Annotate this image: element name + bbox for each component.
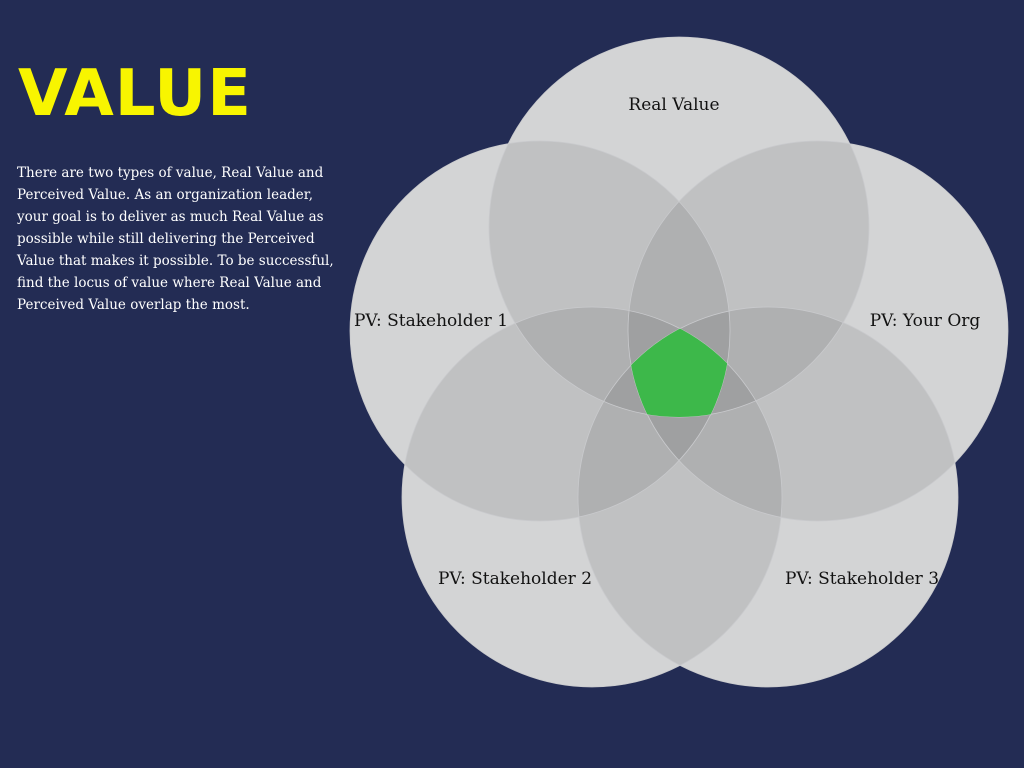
venn-label-pv-your-org: PV: Your Org bbox=[870, 311, 981, 331]
page-title: VALUE bbox=[18, 57, 252, 131]
venn-label-pv-stakeholder-2: PV: Stakeholder 2 bbox=[438, 569, 592, 589]
description-text: There are two types of value, Real Value… bbox=[17, 165, 334, 313]
venn-label-real-value: Real Value bbox=[628, 95, 719, 115]
venn-label-pv-stakeholder-3: PV: Stakeholder 3 bbox=[785, 569, 939, 589]
venn-label-pv-stakeholder-1: PV: Stakeholder 1 bbox=[354, 311, 508, 331]
